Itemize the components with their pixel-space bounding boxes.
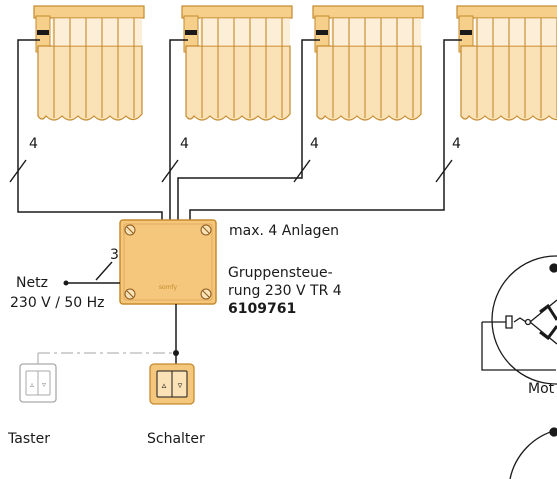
wire-count-netz: 3 [110, 247, 119, 263]
blind-wires [17, 39, 462, 228]
blind-2 [181, 5, 293, 121]
netz-label: Netz [16, 275, 48, 291]
box-brand-logo: somfy [159, 284, 178, 291]
netz-terminal [63, 280, 69, 286]
motor-label: Mot [528, 381, 555, 397]
taster-down-icon: ▿ [42, 380, 46, 389]
controller-name-line2: rung 230 V TR 4 [228, 283, 342, 299]
schalter-up-icon: ▵ [162, 381, 167, 391]
taster-up-icon: ▵ [30, 380, 34, 389]
junction-dot [173, 350, 179, 356]
wire-count-1: 4 [29, 136, 38, 152]
schalter-down-icon: ▿ [178, 381, 183, 391]
controller-part-number: 6109761 [228, 301, 297, 317]
max-systems-label: max. 4 Anlagen [229, 223, 340, 239]
wire-count-4: 4 [452, 136, 461, 152]
schalter-switch: ▵ ▿ [149, 363, 195, 405]
wire-count-3: 4 [310, 136, 319, 152]
voltage-label: 230 V / 50 Hz [10, 295, 105, 311]
taster-switch: ▵ ▿ [19, 363, 57, 403]
controller-name-line1: Gruppensteue- [228, 265, 333, 281]
motor-diagram [481, 255, 557, 385]
taster-label: Taster [8, 431, 50, 447]
wire-count-2: 4 [180, 136, 189, 152]
motor-diagram-2 [509, 427, 557, 479]
schalter-label: Schalter [147, 431, 205, 447]
group-controller-box: somfy [119, 219, 217, 305]
blind-3 [312, 5, 424, 121]
wire-count-ticks [9, 159, 453, 281]
blind-1 [33, 5, 145, 121]
blind-4 [456, 5, 557, 121]
